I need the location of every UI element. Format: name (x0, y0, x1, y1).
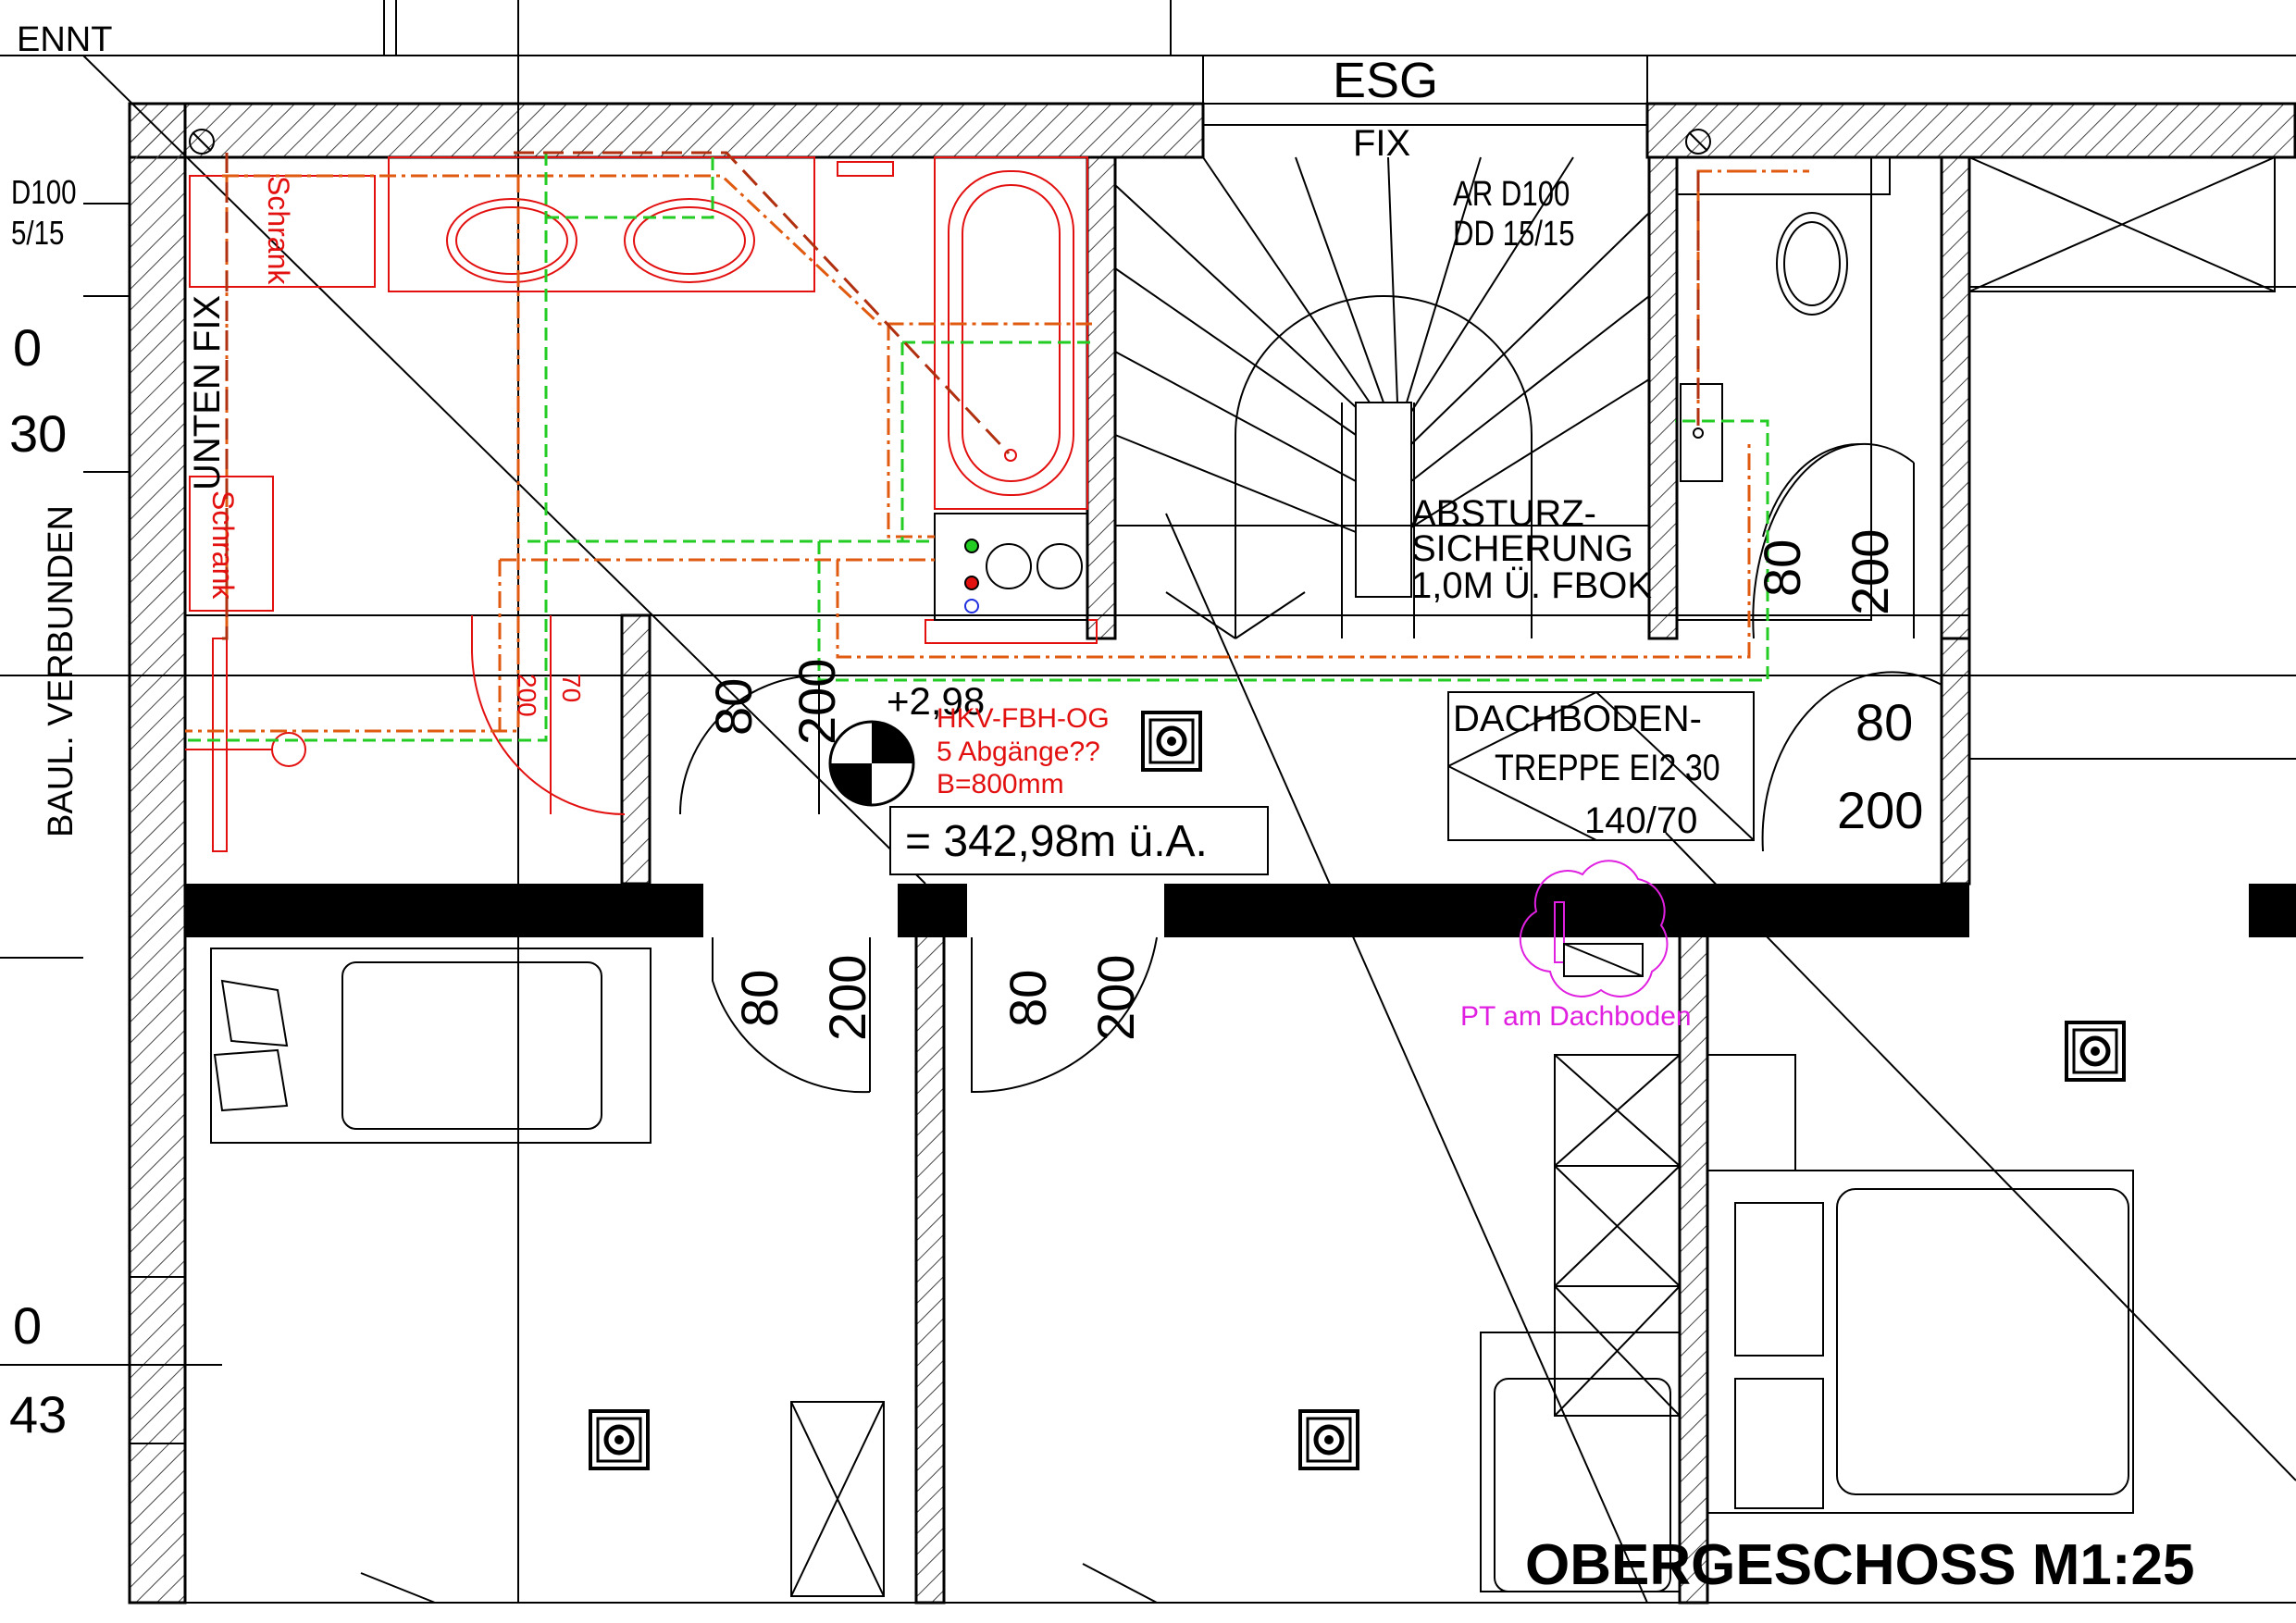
vanity-counter (388, 156, 815, 292)
bathtub-icon (934, 156, 1088, 510)
washbasin-left-icon (446, 198, 577, 283)
hkv-label: 5 Abgänge?? (937, 737, 1100, 767)
wall-left-outer (128, 102, 187, 1604)
level-marker-icon (828, 720, 915, 807)
cross-boxes (790, 156, 2276, 1597)
schrank-label: Schrank (206, 490, 240, 600)
bathroom-fixtures (185, 156, 1098, 852)
section-lines (82, 55, 2296, 1604)
staircase (1114, 156, 1650, 639)
labels-black: ENNT ESG FIX AR D100 DD 15/15 D100 5/15 … (9, 20, 2195, 1597)
wall-lower-mid (914, 933, 946, 1604)
door-width: 80 (730, 970, 788, 1027)
smoke-detector-icon (1141, 711, 1202, 772)
attic-hatch-frame (1563, 943, 1644, 977)
schrank-label: Schrank (262, 176, 295, 285)
wc-fixtures (1676, 156, 1891, 621)
door-height: 200 (1086, 955, 1145, 1041)
left-dim-label: 0 (13, 1296, 42, 1355)
ar-label: AR D100 (1453, 175, 1570, 214)
door-height: 200 (788, 659, 846, 745)
door-height: 200 (1837, 781, 1923, 839)
dd-label: DD 15/15 (1453, 215, 1575, 254)
shaft-markers (189, 129, 1711, 155)
wall-lower-right (1678, 933, 1709, 1604)
labels-red: Schrank Schrank HKV-FBH-OG 5 Abgänge?? B… (206, 176, 1110, 799)
door-height: 200 (513, 674, 541, 717)
left-dim-label: 0 (13, 318, 42, 377)
smoke-detector-icon (1298, 1409, 1359, 1470)
solid-wall-beam (185, 884, 2296, 937)
smoke-detector-icon (589, 1409, 650, 1470)
pt-dachboden-label: PT am Dachboden (1460, 1001, 1692, 1032)
door-width: 80 (704, 678, 763, 736)
level-label: +2,98 (887, 679, 985, 723)
attic-hatch-cloud-icon (1519, 860, 1669, 997)
wall-hall-left (620, 613, 652, 886)
smoke-detector-icon (2065, 1021, 2126, 1082)
cut-label: ENNT (17, 20, 112, 59)
door-height: 200 (1841, 529, 1899, 615)
washer-dryer (934, 513, 1088, 621)
pipe-brown (222, 151, 1700, 640)
dachboden-label: TREPPE EI2 30 (1495, 746, 1720, 787)
door-width: 70 (557, 674, 586, 702)
bed-left (210, 948, 652, 1144)
left-d100-label: D100 (11, 173, 77, 210)
washbasin-right-icon (624, 198, 755, 283)
wall-bath-stair (1086, 155, 1117, 640)
door-width: 80 (999, 970, 1057, 1027)
baul-verbunden-label: BAUL. VERBUNDEN (42, 505, 81, 837)
left-1515-label: 5/15 (11, 214, 64, 251)
door-width: 80 (1855, 693, 1913, 751)
dachboden-label: 140/70 (1584, 800, 1697, 841)
pipe-orange (185, 169, 1809, 733)
elevation-label: = 342,98m ü.A. (905, 817, 1208, 866)
wall-top-right (1645, 102, 2296, 159)
elevation-box (889, 806, 1269, 875)
fix-label: FIX (1353, 123, 1410, 164)
dachboden-label: DACHBODEN- (1453, 699, 1702, 739)
wall-stair-wc (1647, 155, 1679, 640)
labels-magenta: PT am Dachboden (1460, 1001, 1692, 1032)
pipe-green (185, 153, 1769, 742)
absturz-label: 1,0M Ü. FBOK (1411, 565, 1652, 606)
furniture-right (1480, 1054, 2134, 1592)
door-width: 80 (1753, 539, 1811, 597)
wall-top-left (128, 102, 1205, 159)
esg-label: ESG (1333, 53, 1438, 108)
left-dim-label: 43 (9, 1385, 67, 1443)
unten-fix-label: UNTEN FIX (187, 295, 228, 490)
door-dimensions: 80 200 80 200 80 200 80 200 80 200 (704, 529, 1923, 1041)
hkv-label: B=800mm (937, 769, 1064, 799)
door-swings (679, 442, 1942, 1094)
wall-wc-right (1940, 155, 1971, 640)
plan-title: OBERGESCHOSS M1:25 (1525, 1533, 2195, 1597)
absturz-label: SICHERUNG (1411, 528, 1633, 569)
hkv-label: HKV-FBH-OG (937, 703, 1110, 734)
left-dim-label: 30 (9, 404, 67, 463)
door-dimensions-red: 70 200 (513, 674, 586, 717)
toilet-icon (1776, 212, 1848, 316)
door-height: 200 (818, 955, 876, 1041)
absturz-label: ABSTURZ- (1411, 493, 1596, 534)
attic-stair-box (1447, 691, 1755, 841)
